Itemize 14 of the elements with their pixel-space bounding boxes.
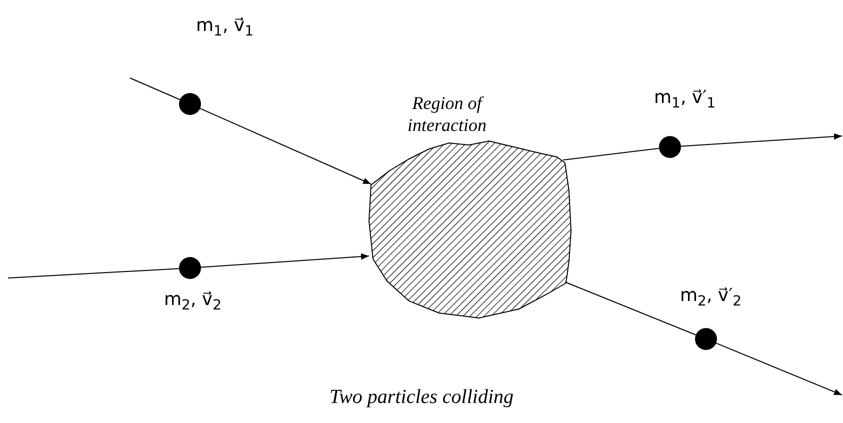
particle-label: m$_{1}$, v⃗′$_{1}$ [654,89,716,111]
region-heading: Region of interaction [406,92,488,136]
particle-dot [695,328,717,350]
particle-label: m$_{2}$, v⃗′$_{2}$ [680,287,742,309]
trajectory-arrow [680,133,842,147]
particle-dot [179,93,201,115]
trajectory-arrow [200,108,372,184]
particle-label: m$_{2}$, v⃗$_{2}$ [164,291,222,313]
trajectory-arrow [200,253,370,268]
particle-dot [179,257,201,279]
particle-dot [659,136,681,158]
caption: Two particles colliding [329,386,514,408]
trajectory-arrow [716,342,842,396]
particle-label: m$_{1}$, v⃗$_{1}$ [196,17,254,39]
